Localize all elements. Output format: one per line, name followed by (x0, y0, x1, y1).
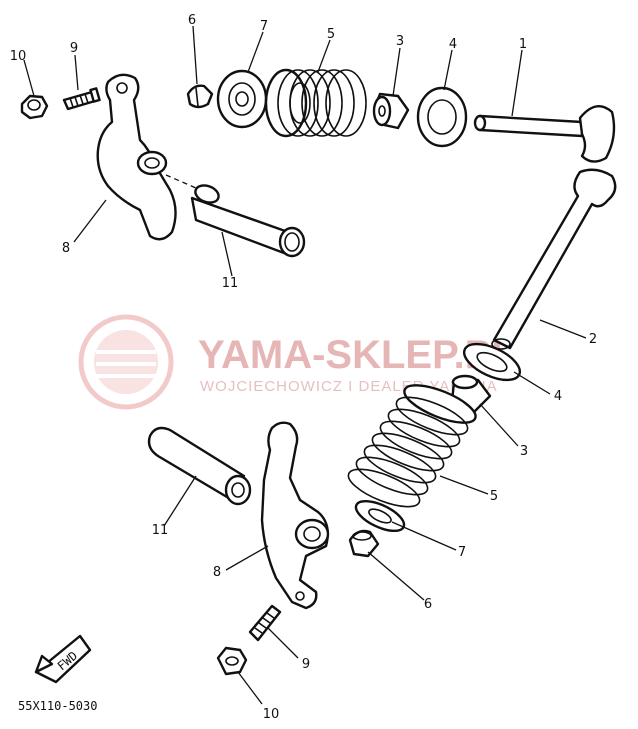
adjusting-screw-top (62, 87, 101, 111)
shaft-axis-top (165, 174, 197, 189)
callout-numbers: 10 9 6 7 5 3 4 1 8 11 2 4 3 5 7 6 11 8 9… (10, 13, 597, 722)
rocker-arm-top (96, 73, 177, 241)
fwd-arrow-icon: FWD (34, 634, 92, 684)
watermark: YAMA-SKLEP.PL WOJCIECHOWICZ I DEALER YAM… (78, 314, 516, 410)
callout-9-top: 9 (70, 41, 78, 56)
rocker-shaft-bottom (147, 426, 252, 506)
callout-8-bottom: 8 (213, 565, 221, 580)
callout-3-top: 3 (396, 34, 404, 49)
rocker-shaft-top (190, 184, 306, 258)
callout-5-top: 5 (327, 27, 335, 42)
valve-collet-top (186, 84, 214, 109)
leader-lines (23, 25, 587, 705)
watermark-logo (78, 314, 174, 410)
spring-retainer-top (216, 69, 268, 129)
callout-4-top: 4 (449, 37, 457, 52)
valve-collet-bottom (348, 529, 380, 558)
callout-10-top: 10 (10, 49, 27, 64)
callout-8-top: 8 (62, 241, 70, 256)
nut-bottom (216, 646, 248, 676)
callout-6-bottom: 6 (424, 597, 432, 612)
callout-10-bottom: 10 (263, 707, 280, 722)
callout-3-bottom: 3 (520, 444, 528, 459)
spring-seat-top (416, 86, 468, 148)
valve-spring-top (264, 68, 367, 138)
stem-seal-top (372, 92, 410, 130)
callout-4-bottom: 4 (554, 389, 562, 404)
callout-7-top: 7 (260, 19, 268, 34)
callout-11-top: 11 (222, 276, 239, 291)
intake-valve (473, 105, 616, 163)
callout-7-bottom: 7 (458, 545, 466, 560)
callout-1: 1 (519, 37, 527, 52)
watermark-title: YAMA-SKLEP.PL (198, 333, 516, 377)
callout-11-bottom: 11 (152, 523, 169, 538)
diagram-code: 55X110-5030 (18, 699, 97, 713)
nut-top (20, 94, 49, 120)
adjusting-screw-bottom (248, 604, 282, 642)
callout-6-top: 6 (188, 13, 196, 28)
exhaust-valve (491, 168, 617, 350)
callout-2: 2 (589, 332, 597, 347)
valve-spring-bottom (347, 384, 477, 508)
callout-5-bottom: 5 (490, 489, 498, 504)
rocker-arm-bottom (260, 421, 330, 610)
callout-9-bottom: 9 (302, 657, 310, 672)
